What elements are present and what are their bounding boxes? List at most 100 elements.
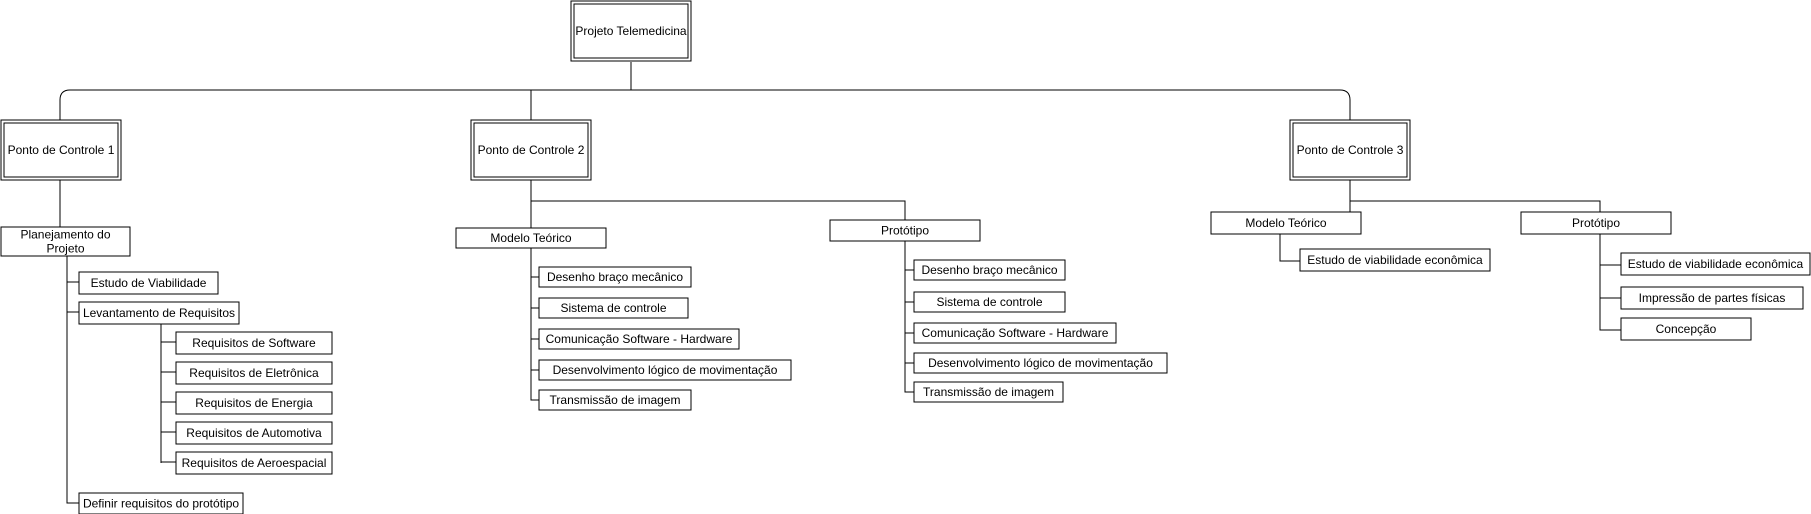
pc3-theory-item-frame <box>1299 248 1491 272</box>
pc3-prototype-node-label: Protótipo <box>1572 216 1620 230</box>
requirement-item: Requisitos de Eletrônica <box>175 361 333 385</box>
pc3-prototype-item-label: Impressão de partes físicas <box>1639 291 1786 305</box>
pc3-theory-connector <box>1279 234 1300 262</box>
pc2-theory-connector <box>530 248 539 401</box>
pc2-theory-item-label: Transmissão de imagem <box>550 393 681 407</box>
pc2-prototype-item-frame <box>913 259 1066 281</box>
pc2-theory-item-frame <box>538 389 692 411</box>
pc2-theory-item-frame <box>538 266 692 288</box>
requirement-item: Requisitos de Energia <box>175 391 333 415</box>
control-point-2-frame <box>470 119 592 181</box>
pc2-theory-node-frame <box>455 227 607 249</box>
control-point-3: Ponto de Controle 3 <box>1289 119 1411 181</box>
pc2-theory-item: Sistema de controle <box>538 297 689 319</box>
pc2-theory-item: Desenho braço mecânico <box>538 266 692 288</box>
root-bus-connector <box>59 89 1351 120</box>
prototype-requirements-node-label: Definir requisitos do protótipo <box>83 497 239 511</box>
pc2-prototype-item: Sistema de controle <box>913 291 1066 313</box>
pc3-prototype-item-label: Estudo de viabilidade econômica <box>1628 257 1804 271</box>
pc3-theory-node-label: Modelo Teórico <box>1245 216 1326 230</box>
prototype-requirements-node-frame <box>78 492 244 514</box>
pc2-prototype-item-label: Desenho braço mecânico <box>921 263 1057 277</box>
pc2-theory-node: Modelo Teórico <box>455 227 607 249</box>
pc2-prototype-item: Comunicação Software - Hardware <box>913 322 1117 344</box>
requirement-item-frame <box>175 391 333 415</box>
pc2-prototype-item-label: Desenvolvimento lógico de movimentação <box>928 356 1153 370</box>
pc2-theory-item: Transmissão de imagem <box>538 389 692 411</box>
requirement-item-label: Requisitos de Energia <box>195 396 313 410</box>
pc2-prototype-item-frame <box>913 291 1066 313</box>
requirement-item: Requisitos de Software <box>175 331 333 355</box>
pc3-prototype-item-frame <box>1620 317 1752 341</box>
pc2-connector <box>530 180 906 220</box>
requirements-node: Levantamento de Requisitos <box>78 301 240 325</box>
pc2-prototype-item-frame <box>913 381 1064 403</box>
pc2-theory-item: Desenvolvimento lógico de movimentação <box>538 359 792 381</box>
pc2-prototype-item-label: Transmissão de imagem <box>923 385 1054 399</box>
requirement-item-frame <box>175 451 333 475</box>
requirements-node-frame <box>78 301 240 325</box>
prototype-requirements-node: Definir requisitos do protótipo <box>78 492 244 514</box>
feasibility-node-label: Estudo de Viabilidade <box>91 276 207 290</box>
pc2-prototype-node: Protótipo <box>829 219 981 242</box>
pc2-prototype-item-label: Comunicação Software - Hardware <box>922 326 1109 340</box>
pc2-theory-item-label: Comunicação Software - Hardware <box>546 332 733 346</box>
control-point-2-inner-frame <box>473 122 589 178</box>
requirements-node-label: Levantamento de Requisitos <box>83 306 235 320</box>
pc2-prototype-node-label: Protótipo <box>881 224 929 238</box>
pc3-prototype-item-frame <box>1620 286 1804 310</box>
pc2-prototype-node-frame <box>829 219 981 242</box>
pc3-theory-node-frame <box>1210 211 1362 235</box>
pc2-prototype-item: Desenho braço mecânico <box>913 259 1066 281</box>
control-point-2-label: Ponto de Controle 2 <box>478 143 585 157</box>
requirement-item-label: Requisitos de Aeroespacial <box>182 456 327 470</box>
pc3-prototype-node-frame <box>1520 211 1672 235</box>
pc3-prototype-item-label: Concepção <box>1656 322 1717 336</box>
pc3-prototype-item: Concepção <box>1620 317 1752 341</box>
root-node-inner-frame <box>573 3 689 59</box>
requirement-item-label: Requisitos de Eletrônica <box>189 366 319 380</box>
pc2-theory-item-frame <box>538 297 689 319</box>
pc2-prototype-item-frame <box>913 352 1168 374</box>
pc2-theory-item-label: Sistema de controle <box>560 301 666 315</box>
requirement-item: Requisitos de Automotiva <box>175 421 333 445</box>
control-point-1-label: Ponto de Controle 1 <box>8 143 115 157</box>
pc3-prototype-item-frame <box>1620 252 1811 276</box>
pc3-theory-item-label: Estudo de viabilidade econômica <box>1307 253 1483 267</box>
planning-node-label: Planejamento do <box>20 228 110 242</box>
control-point-3-inner-frame <box>1292 122 1408 178</box>
requirement-item-label: Requisitos de Software <box>192 336 316 350</box>
feasibility-node-frame <box>78 271 219 295</box>
root-node: Projeto Telemedicina <box>570 0 692 62</box>
pc3-prototype-item: Impressão de partes físicas <box>1620 286 1804 310</box>
control-point-3-label: Ponto de Controle 3 <box>1297 143 1404 157</box>
pc2-theory-item-label: Desenho braço mecânico <box>547 270 683 284</box>
control-point-1-inner-frame <box>3 122 119 178</box>
control-point-3-frame <box>1289 119 1411 181</box>
pc3-proto-connector <box>1599 234 1621 331</box>
pc2-theory-item-label: Desenvolvimento lógico de movimentação <box>553 363 778 377</box>
pc3-prototype-item: Estudo de viabilidade econômica <box>1620 252 1811 276</box>
control-point-1-frame <box>0 119 122 181</box>
requirement-item-frame <box>175 331 333 355</box>
pc2-proto-connector <box>904 241 914 393</box>
pc3-connector <box>1349 180 1601 212</box>
pc3-theory-node: Modelo Teórico <box>1210 211 1362 235</box>
control-point-2: Ponto de Controle 2 <box>470 119 592 181</box>
requirement-item: Requisitos de Aeroespacial <box>175 451 333 475</box>
pc2-prototype-item: Desenvolvimento lógico de movimentação <box>913 352 1168 374</box>
root-node-label: Projeto Telemedicina <box>575 24 687 38</box>
control-point-1: Ponto de Controle 1 <box>0 119 122 181</box>
requirement-item-frame <box>175 421 333 445</box>
pc2-theory-node-label: Modelo Teórico <box>490 231 571 245</box>
pc2-theory-item-frame <box>538 359 792 381</box>
pc2-prototype-item-label: Sistema de controle <box>936 295 1042 309</box>
pc2-prototype-item-frame <box>913 322 1117 344</box>
root-node-frame <box>570 0 692 62</box>
pc2-prototype-item: Transmissão de imagem <box>913 381 1064 403</box>
pc2-theory-item-frame <box>538 328 740 350</box>
planning-node-label: Projeto <box>46 242 84 256</box>
requirement-item-label: Requisitos de Automotiva <box>186 426 322 440</box>
